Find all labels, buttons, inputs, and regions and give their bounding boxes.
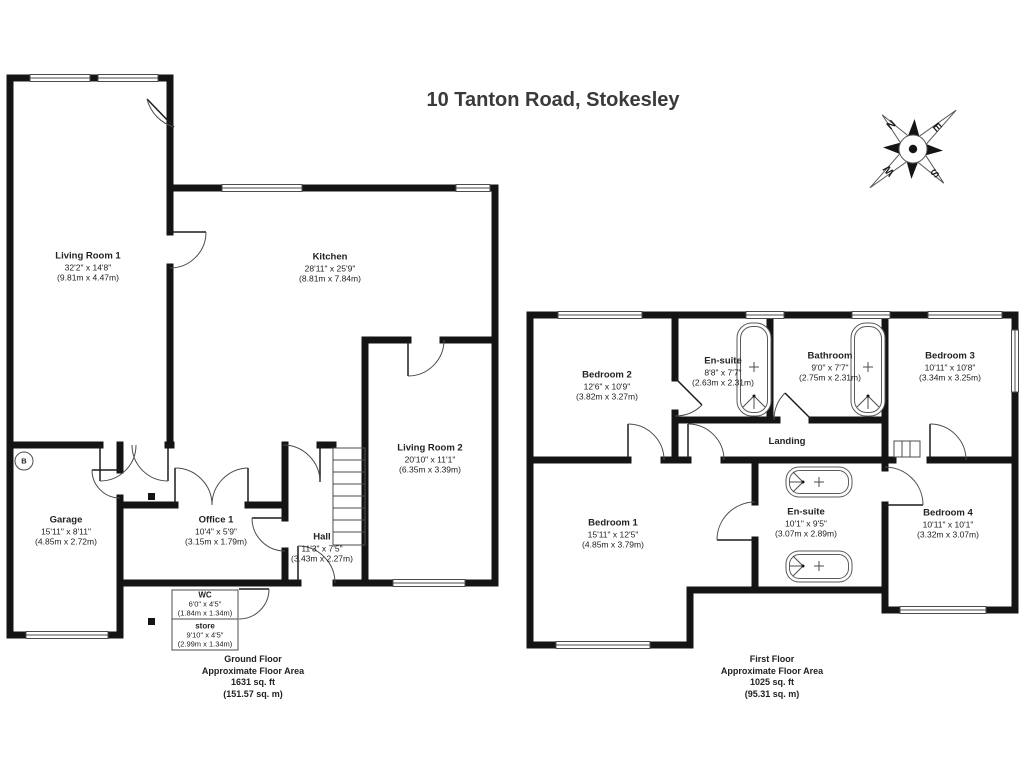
room-label-bedroom-2: Bedroom 2 12'6" x 10'9" (3.82m x 3.27m) [576,370,638,402]
bath-icon-ensuite-2-top [785,466,853,498]
room-name: Kitchen [312,251,348,263]
walls-ground-floor [6,74,499,639]
room-name: Living Room 1 [55,250,121,262]
room-name: En-suite [704,355,742,367]
room-label-ensuite-1: En-suite 8'8" x 7'7" (2.63m x 2.31m) [692,356,754,388]
floor-name: First Floor [749,654,795,664]
boiler-icon: B [14,451,34,471]
room-dim-metric: (4.85m x 2.72m) [35,536,97,547]
room-dim-metric: (2.75m x 2.31m) [799,372,861,383]
boiler-label: B [21,457,27,466]
ground-floor-area-note: Ground Floor Approximate Floor Area 1631… [202,654,304,700]
room-name: Garage [49,514,83,526]
room-dim-imperial: 9'0" x 7'7" [811,361,849,372]
room-dim-imperial: 12'6" x 10'9" [583,380,631,391]
room-name: Bathroom [807,350,853,362]
room-label-ensuite-2: En-suite 10'1" x 9'5" (3.07m x 2.89m) [775,507,837,539]
wc-store-boxes [171,589,239,651]
floor-area-sqft: 1631 sq. ft [230,677,276,687]
staircase [332,447,366,546]
compass-rose: N E S W [869,109,957,189]
room-dim-imperial: 10'4" x 5'9" [195,525,237,536]
room-dim-imperial: 10'1" x 9'5" [785,517,827,528]
room-label-living-room-2: Living Room 2 20'10" x 11'1" (6.35m x 3.… [397,443,462,475]
room-name: En-suite [787,506,825,518]
room-dim-metric: (3.15m x 1.79m) [185,536,247,547]
room-label-living-room-1: Living Room 1 32'2" x 14'8" (9.81m x 4.4… [55,251,120,283]
room-dim-imperial: 10'11" x 10'8" [924,361,976,372]
room-dim-imperial: 15'11" x 12'5" [587,528,639,539]
wall-post [148,493,155,500]
room-dim-metric: (8.81m x 7.84m) [299,273,361,284]
room-name: Living Room 2 [397,442,463,454]
windows-ground-floor [25,74,491,639]
room-name: Office 1 [198,514,234,526]
floor-name: Ground Floor [224,654,282,664]
room-dim-metric: (3.34m x 3.25m) [919,372,981,383]
room-dim-imperial: 9'10" x 4'5" [186,630,224,640]
room-label-kitchen: Kitchen 28'11" x 25'9" (8.81m x 7.84m) [299,252,361,284]
room-dim-metric: (3.32m x 3.07m) [917,529,979,540]
room-dim-imperial: 6'0" x 4'5" [188,599,222,609]
room-dim-metric: (2.99m x 1.34m) [177,639,233,649]
floor-area-caption: Approximate Floor Area [720,665,824,676]
room-name: WC [198,590,212,600]
room-name: Bedroom 1 [588,517,638,529]
room-label-office-1: Office 1 10'4" x 5'9" (3.15m x 1.79m) [185,515,247,547]
first-floor-area-note: First Floor Approximate Floor Area 1025 … [721,654,823,700]
room-dim-metric: (2.63m x 2.31m) [692,377,754,388]
room-dim-metric: (9.81m x 4.47m) [57,272,119,283]
room-dim-imperial: 10'11" x 10'1" [922,518,974,529]
room-dim-metric: (3.82m x 3.27m) [576,391,638,402]
page-title: 10 Tanton Road, Stokesley [426,89,680,111]
room-dim-imperial: 20'10" x 11'1" [404,453,456,464]
bath-icon-bathroom [850,322,886,417]
bath-icon-ensuite-2-bottom [785,550,853,583]
room-dim-imperial: 15'11" x 8'11" [40,525,92,536]
bath-icon-ensuite-1 [736,322,772,417]
floor-area-caption: Approximate Floor Area [201,665,305,676]
room-name: Bedroom 2 [582,369,632,381]
doors-first-floor [627,377,967,541]
room-dim-imperial: 11'3" x 7'5" [301,542,343,553]
room-label-bedroom-1: Bedroom 1 15'11" x 12'5" (4.85m x 3.79m) [582,518,644,550]
room-label-bedroom-4: Bedroom 4 10'11" x 10'1" (3.32m x 3.07m) [917,508,979,540]
room-label-landing: Landing [768,435,806,448]
room-label-store: store 9'10" x 4'5" (2.99m x 1.34m) [178,622,233,649]
room-label-bedroom-3: Bedroom 3 10'11" x 10'8" (3.34m x 3.25m) [919,351,981,383]
room-dim-metric: (4.85m x 3.79m) [582,539,644,550]
floor-area-sqm: (95.31 sq. m) [744,688,800,699]
room-name: Bedroom 3 [925,350,975,362]
room-dim-imperial: 32'2" x 14'8" [64,261,112,272]
room-dim-imperial: 28'11" x 25'9" [304,262,356,273]
floor-area-sqft: 1025 sq. ft [749,677,795,687]
room-dim-metric: (1.84m x 1.34m) [177,608,233,618]
room-label-hall: Hall 11'3" x 7'5" (3.43m x 2.27m) [291,532,353,564]
windows-first-floor [555,311,1019,649]
room-name: Landing [768,435,806,447]
room-label-wc: WC 6'0" x 4'5" (1.84m x 1.34m) [178,591,233,618]
room-label-bathroom: Bathroom 9'0" x 7'7" (2.75m x 2.31m) [799,351,861,383]
room-name: store [195,621,215,631]
room-name: Hall [313,531,331,543]
room-dim-metric: (3.07m x 2.89m) [775,528,837,539]
floor-area-sqm: (151.57 sq. m) [223,688,283,699]
room-name: Bedroom 4 [923,507,973,519]
room-dim-metric: (6.35m x 3.39m) [399,464,461,475]
room-label-garage: Garage 15'11" x 8'11" (4.85m x 2.72m) [35,515,97,547]
room-dim-imperial: 8'8" x 7'7" [704,366,742,377]
wall-post [148,618,155,625]
doors-ground-floor [91,98,445,620]
room-dim-metric: (3.43m x 2.27m) [291,553,353,564]
landing-stair-marks [893,440,921,458]
